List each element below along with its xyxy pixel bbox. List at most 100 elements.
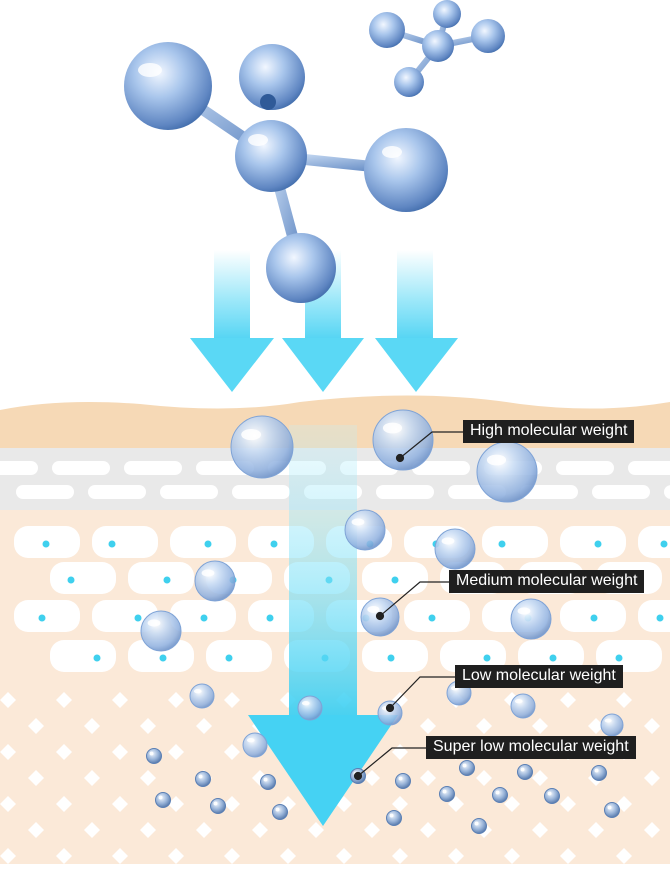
tissue-diamond xyxy=(84,770,100,786)
cell-nucleus xyxy=(266,614,274,622)
tissue-diamond xyxy=(140,770,156,786)
cell-nucleus xyxy=(387,654,395,662)
tissue-diamond xyxy=(0,692,16,708)
tissue-diamond xyxy=(336,848,352,864)
cell-nucleus xyxy=(391,576,399,584)
tissue-diamond xyxy=(616,796,632,812)
tissue-cell xyxy=(92,526,158,558)
cell-nucleus xyxy=(594,540,602,548)
cell-nucleus xyxy=(42,540,50,548)
tissue-diamond xyxy=(532,770,548,786)
tissue-diamond xyxy=(168,848,184,864)
tissue-diamond xyxy=(644,718,660,734)
tissue-diamond xyxy=(224,744,240,760)
tissue-diamond xyxy=(560,848,576,864)
molecule-bubble xyxy=(189,683,215,709)
tissue-cell xyxy=(170,526,236,558)
tissue-cell xyxy=(560,526,626,558)
tissue-diamond xyxy=(588,718,604,734)
stratum-capsule xyxy=(628,461,670,475)
cell-nucleus xyxy=(204,540,212,548)
stratum-capsule xyxy=(124,461,182,475)
tissue-diamond xyxy=(168,744,184,760)
tissue-diamond xyxy=(112,692,128,708)
tissue-cell xyxy=(638,526,670,558)
tissue-diamond xyxy=(84,822,100,838)
tissue-diamond xyxy=(504,848,520,864)
tissue-diamond xyxy=(196,822,212,838)
molecule-bubble xyxy=(544,788,560,804)
cell-nucleus xyxy=(67,576,75,584)
tissue-diamond xyxy=(420,718,436,734)
molecule-bubble xyxy=(386,810,402,826)
stratum-capsule xyxy=(0,461,38,475)
cell-nucleus xyxy=(590,614,598,622)
tissue-diamond xyxy=(28,770,44,786)
tissue-diamond xyxy=(532,822,548,838)
leader-line-low xyxy=(389,676,456,709)
molecule-bubble xyxy=(510,693,536,719)
cell-nucleus xyxy=(656,614,664,622)
tissue-diamond xyxy=(280,848,296,864)
cell-nucleus xyxy=(38,614,46,622)
molecule-bubble xyxy=(155,792,171,808)
cell-nucleus xyxy=(615,654,623,662)
tissue-cell xyxy=(362,640,428,672)
molecule-bubble xyxy=(600,713,624,737)
molecule-icon xyxy=(124,42,448,303)
down-arrow-icon xyxy=(375,250,458,392)
stratum-capsule xyxy=(556,461,614,475)
molecule-bubble xyxy=(210,798,226,814)
tissue-diamond xyxy=(588,822,604,838)
cell-nucleus xyxy=(163,576,171,584)
tissue-diamond xyxy=(168,692,184,708)
label-medium-molecular-weight: Medium molecular weight xyxy=(449,570,645,593)
tissue-diamond xyxy=(224,848,240,864)
stratum-capsule xyxy=(664,485,670,499)
tissue-cell xyxy=(14,600,80,632)
tissue-diamond xyxy=(56,796,72,812)
cell-nucleus xyxy=(108,540,116,548)
tissue-diamond xyxy=(0,744,16,760)
molecule-bubble xyxy=(476,441,538,503)
tissue-diamond xyxy=(224,692,240,708)
molecule-bubble xyxy=(459,760,475,776)
leader-lines xyxy=(353,431,464,781)
molecule-bubble xyxy=(344,509,386,551)
stratum-capsule xyxy=(412,461,470,475)
tissue-diamond xyxy=(420,822,436,838)
leader-line-high xyxy=(399,431,464,459)
tissue-diamond xyxy=(196,718,212,734)
tissue-cell xyxy=(440,640,506,672)
stratum-capsule xyxy=(376,485,434,499)
cell-nucleus xyxy=(270,540,278,548)
leader-line-medium xyxy=(379,581,449,617)
tissue-diamond xyxy=(56,692,72,708)
tissue-diamond xyxy=(532,718,548,734)
molecule-bubble xyxy=(395,773,411,789)
tissue-diamond xyxy=(112,848,128,864)
tissue-diamond xyxy=(140,718,156,734)
tissue-diamond xyxy=(112,796,128,812)
molecule-particles xyxy=(140,409,624,834)
cell-nucleus xyxy=(483,654,491,662)
tissue-diamond xyxy=(84,718,100,734)
tissue-diamond xyxy=(504,796,520,812)
tissue-diamond xyxy=(140,822,156,838)
tissue-cell xyxy=(206,640,272,672)
molecule-bubble xyxy=(272,804,288,820)
tissue-cell xyxy=(404,600,470,632)
molecule-bubble xyxy=(377,700,403,726)
molecule-icon xyxy=(369,0,505,97)
tissue-diamond xyxy=(448,848,464,864)
stratum-capsule xyxy=(16,485,74,499)
tissue-diamond xyxy=(644,822,660,838)
leader-line-super-low xyxy=(357,747,428,777)
tissue-diamond xyxy=(476,770,492,786)
tissue-diamond xyxy=(56,744,72,760)
tissue-cell xyxy=(50,562,116,594)
molecule-bubble xyxy=(591,765,607,781)
molecule-bubble xyxy=(140,610,182,652)
